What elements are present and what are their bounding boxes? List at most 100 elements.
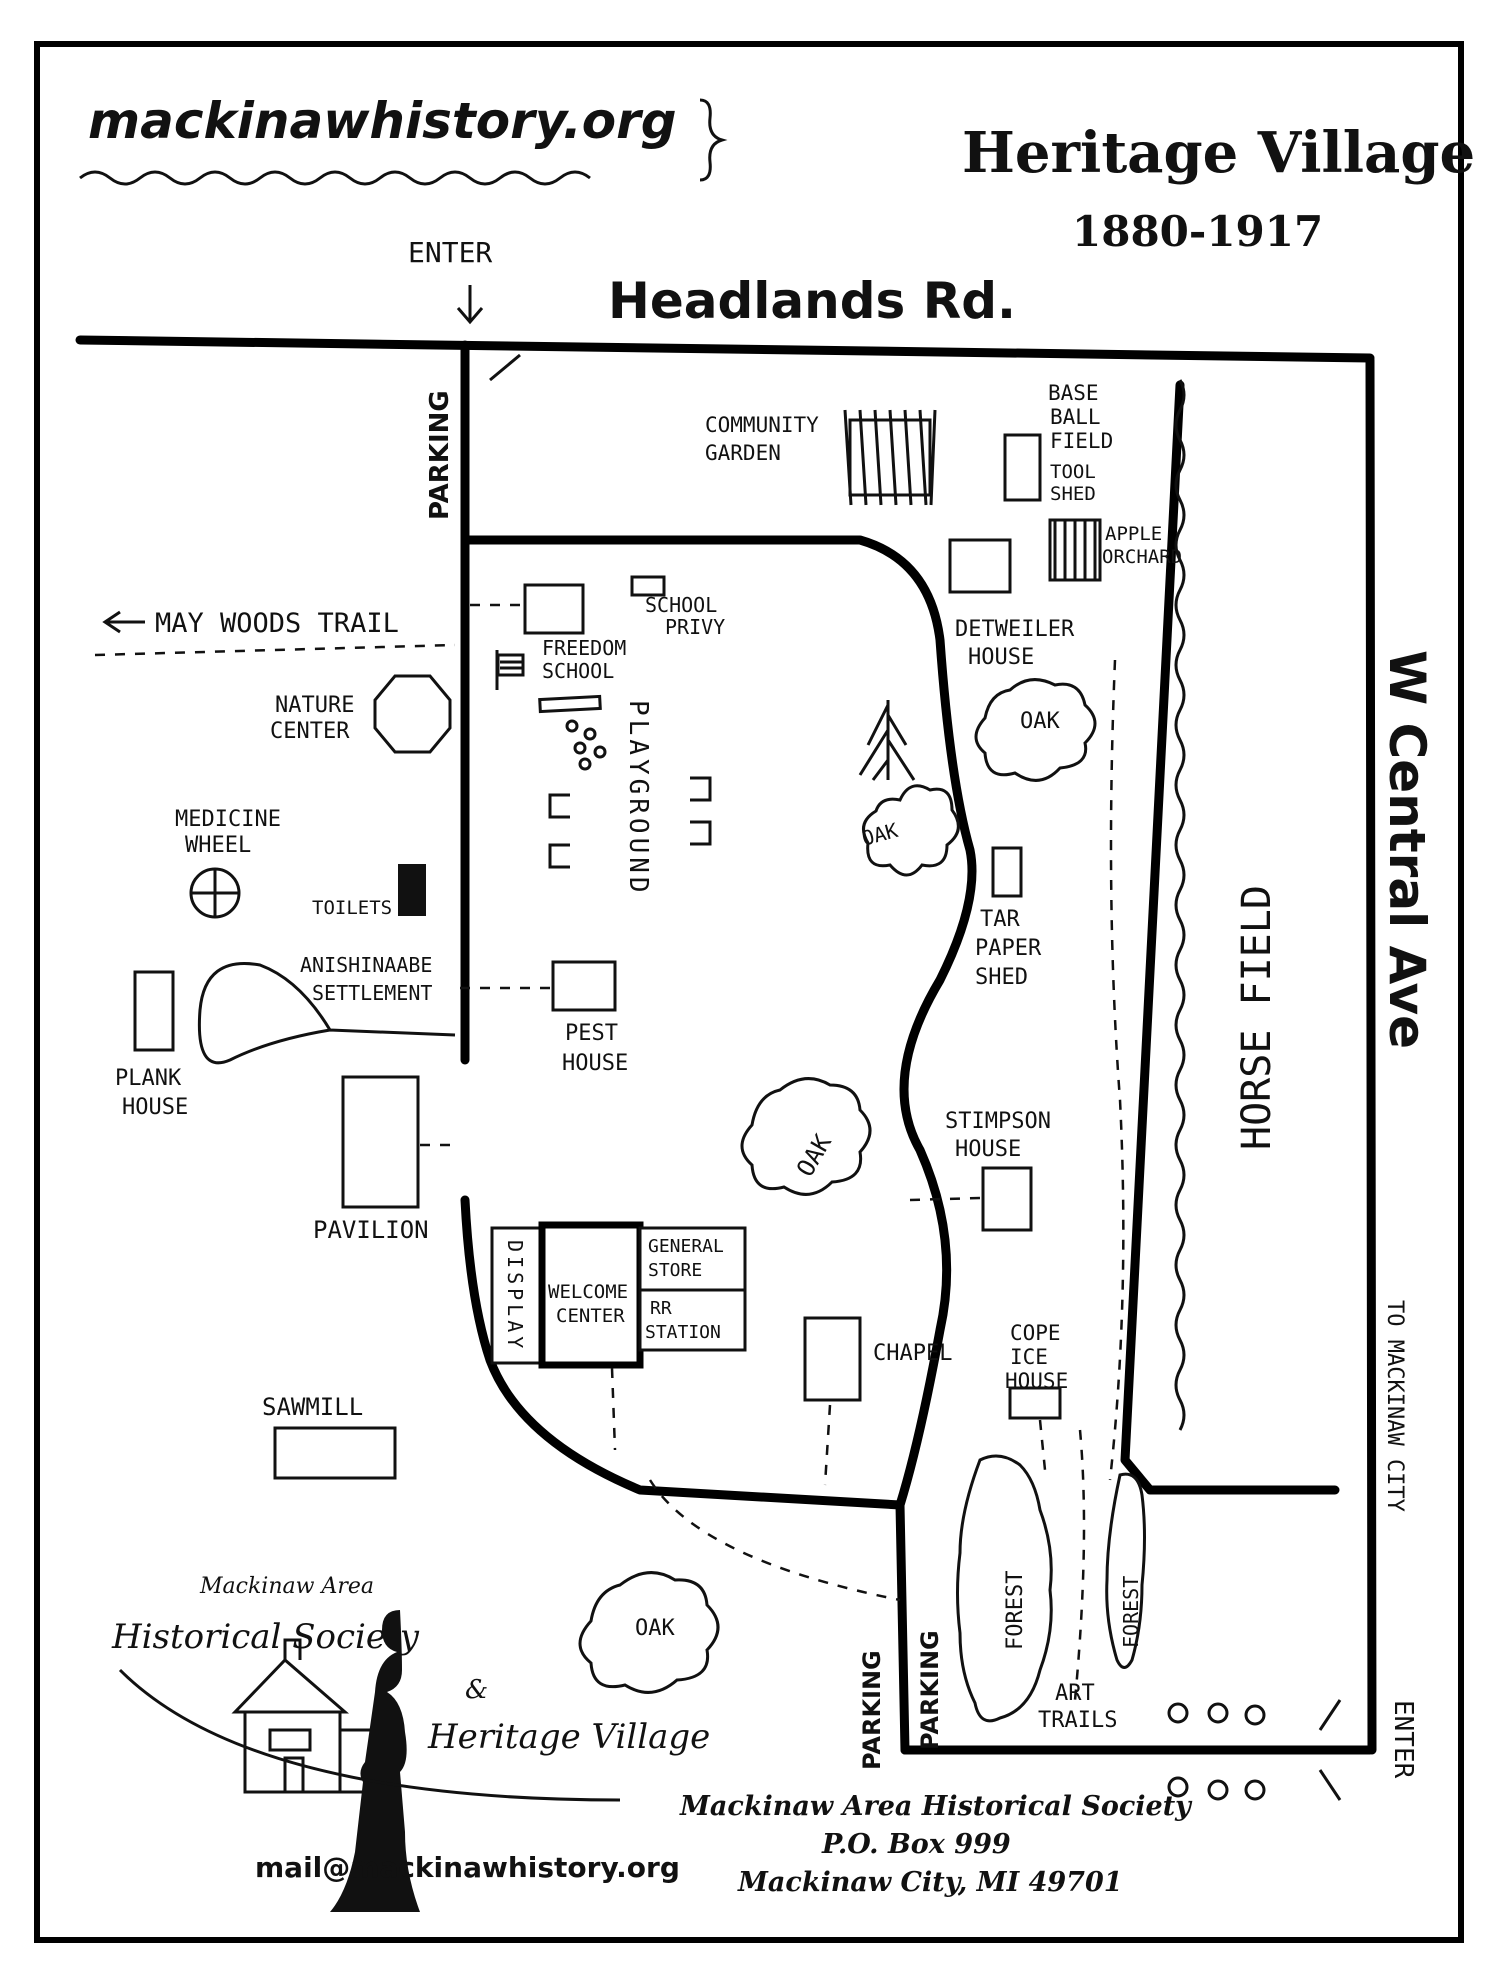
nature-center-label-1: NATURE — [275, 693, 354, 718]
forest-label-2: FOREST — [1119, 1576, 1143, 1648]
medicine-wheel-icon — [189, 867, 241, 919]
page-years: 1880-1917 — [1072, 207, 1323, 256]
rr-station-label-2: STATION — [645, 1322, 721, 1343]
parking-bottom-label-2: PARKING — [916, 1630, 944, 1750]
oak-tree-1: OAK — [859, 784, 960, 877]
enter-top-label: ENTER — [408, 236, 492, 269]
detweiler-house — [948, 538, 1012, 594]
freedom-school-label-2: SCHOOL — [542, 659, 614, 683]
logo-swoosh — [118, 1668, 621, 1802]
website-brace — [699, 98, 728, 182]
loop-road — [460, 535, 977, 1510]
footer-city: Mackinaw City, MI 49701 — [737, 1867, 1123, 1898]
south-road — [895, 1500, 910, 1755]
toilets-label: TOILETS — [312, 897, 392, 919]
tree-line — [1174, 379, 1186, 1431]
apple-orchard — [1048, 518, 1102, 582]
pine-tree-icon — [858, 700, 916, 781]
chapel-path — [823, 1404, 832, 1486]
may-woods-trail — [94, 643, 456, 657]
oak-tree-3: OAK — [740, 1077, 872, 1196]
cope-ice-house — [1008, 1386, 1062, 1420]
svg-text:OAK: OAK — [791, 1129, 837, 1181]
entry-gate — [489, 353, 521, 382]
display-label: DISPLAY — [503, 1240, 527, 1352]
plank-house-label-1: PLANK — [115, 1066, 182, 1091]
apple-orchard-label-1: APPLE — [1105, 523, 1162, 545]
plank-house-label-2: HOUSE — [122, 1095, 188, 1120]
welcome-path — [610, 1367, 617, 1451]
anishinaabe-label-2: SETTLEMENT — [312, 981, 432, 1005]
cope-path — [1038, 1419, 1047, 1471]
community-garden-label-1: COMMUNITY — [705, 413, 819, 437]
community-garden — [843, 409, 937, 506]
baseball-label-3: FIELD — [1050, 429, 1113, 453]
medicine-wheel-label-2: WHEEL — [185, 833, 251, 858]
art-trail — [1073, 1429, 1086, 1701]
parking-left-label: PARKING — [425, 390, 455, 520]
toilets — [398, 864, 426, 916]
enter-top-arrow — [456, 285, 484, 325]
tar-paper-label-2: PAPER — [975, 936, 1042, 961]
pest-house-label-1: PEST — [565, 1021, 618, 1046]
pavilion — [341, 1075, 420, 1209]
detweiler-label-2: HOUSE — [968, 645, 1034, 670]
headlands-road-label: Headlands Rd. — [608, 272, 1016, 330]
stimpson-label-1: STIMPSON — [945, 1109, 1051, 1134]
tar-paper-shed — [991, 846, 1023, 898]
anishinaabe-loop — [197, 962, 456, 1065]
may-woods-trail-label: MAY WOODS TRAIL — [155, 608, 399, 639]
parking-bottom-label-1: PARKING — [858, 1650, 886, 1770]
welcome-center-label-1: WELCOME — [548, 1281, 628, 1303]
freedom-school-label-1: FREEDOM — [542, 636, 626, 660]
school-privy — [630, 575, 666, 597]
welcome-center-label-2: CENTER — [556, 1305, 625, 1327]
forest-2 — [1105, 1472, 1146, 1669]
to-mackinaw-city-label: TO MACKINAW CITY — [1382, 1300, 1407, 1512]
sawmill — [273, 1426, 397, 1480]
inner-trail — [1108, 659, 1125, 1481]
stimpson-path — [909, 1196, 981, 1202]
oak-tree-4: OAK — [578, 1571, 720, 1694]
footer-email[interactable]: mail@mackinawhistory.org — [255, 1851, 680, 1884]
tool-shed-label-2: SHED — [1050, 483, 1096, 505]
logo-amp: & — [465, 1675, 488, 1705]
tool-shed-label-1: TOOL — [1050, 461, 1096, 483]
art-trails-label-2: TRAILS — [1038, 1708, 1117, 1733]
svg-text:OAK: OAK — [635, 1616, 675, 1641]
chapel — [803, 1316, 862, 1402]
forest-label-1: FOREST — [1003, 1571, 1028, 1650]
website-underline — [79, 170, 591, 186]
pest-house — [551, 960, 617, 1012]
forest-1 — [956, 1454, 1053, 1723]
general-store-label-2: STORE — [648, 1260, 702, 1281]
medicine-wheel-label-1: MEDICINE — [175, 807, 281, 832]
school-building — [523, 583, 585, 635]
tar-paper-label-1: TAR — [980, 907, 1020, 932]
baseball-label-1: BASE — [1048, 381, 1099, 405]
headlands-road — [75, 335, 1375, 363]
chapel-label: CHAPEL — [873, 1341, 952, 1366]
page-title: Heritage Village — [962, 120, 1475, 186]
detweiler-label-1: DETWEILER — [955, 617, 1075, 642]
nature-center-label-2: CENTER — [270, 719, 350, 744]
pavilion-label: PAVILION — [313, 1216, 429, 1244]
stimpson-label-2: HOUSE — [955, 1137, 1021, 1162]
footer-box: P.O. Box 999 — [821, 1829, 1011, 1860]
cope-label-1: COPE — [1010, 1321, 1061, 1345]
footer-org: Mackinaw Area Historical Society — [679, 1791, 1193, 1822]
logo-line-1: Mackinaw Area — [199, 1574, 374, 1599]
art-trails-label-1: ART — [1055, 1681, 1095, 1706]
nature-center — [373, 674, 452, 754]
general-store-label-1: GENERAL — [648, 1236, 724, 1257]
pest-house-label-2: HOUSE — [562, 1051, 628, 1076]
enter-right-label: ENTER — [1388, 1700, 1418, 1779]
southwest-trail — [648, 1479, 901, 1602]
flag-icon — [495, 650, 525, 690]
historical-society-logo: Mackinaw Area Historical Society & Herit… — [111, 1574, 710, 1912]
playground-equipment — [548, 719, 712, 869]
playground-label: PLAYGROUND — [623, 700, 653, 897]
community-garden-label-2: GARDEN — [705, 441, 781, 465]
tool-shed — [1003, 433, 1042, 502]
